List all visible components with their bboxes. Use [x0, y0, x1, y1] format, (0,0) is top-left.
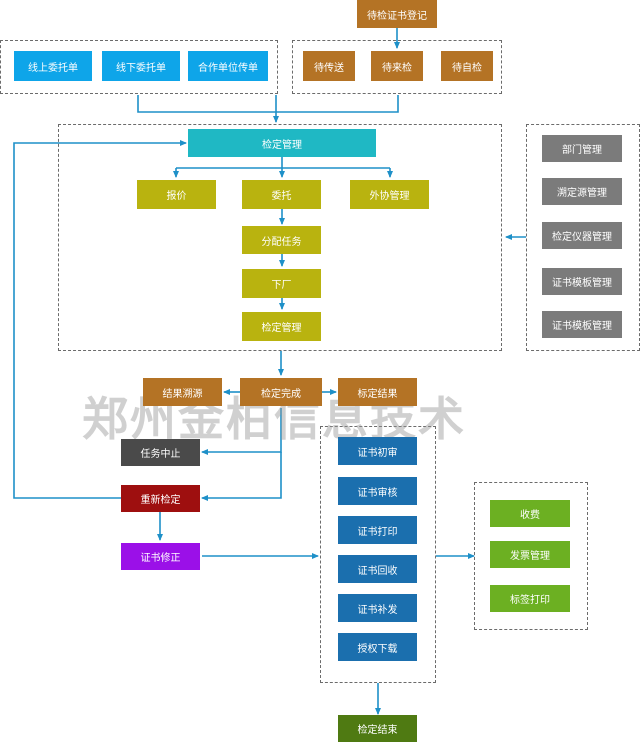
- online-order-group: [0, 40, 278, 94]
- inspection-mgmt-node[interactable]: 检定管理: [188, 129, 376, 157]
- label-print-node[interactable]: 标签打印: [490, 585, 570, 612]
- pending-group: [292, 40, 502, 94]
- dept-mgmt-node[interactable]: 部门管理: [542, 135, 622, 162]
- invoice-mgmt-node[interactable]: 发票管理: [490, 541, 570, 568]
- inspection-mgmt2-node[interactable]: 检定管理: [242, 312, 321, 341]
- cert-fix-node[interactable]: 证书修正: [121, 543, 200, 570]
- partner-order-node[interactable]: 合作单位传单: [188, 51, 268, 81]
- cert-template2-node[interactable]: 证书模板管理: [542, 311, 622, 338]
- inspection-end-node[interactable]: 检定结束: [338, 715, 417, 742]
- online-order-node[interactable]: 线上委托单: [14, 51, 92, 81]
- inspection-main-group: [58, 124, 502, 351]
- source-mgmt-node[interactable]: 溯定源管理: [542, 178, 622, 205]
- reinspect-node[interactable]: 重新检定: [121, 485, 200, 512]
- cert-audit-node[interactable]: 证书审核: [338, 477, 417, 505]
- task-abort-node[interactable]: 任务中止: [121, 439, 200, 466]
- auth-download-node[interactable]: 授权下载: [338, 633, 417, 661]
- to-factory-node[interactable]: 下厂: [242, 269, 321, 298]
- pending-register-node[interactable]: 待检证书登记: [357, 0, 437, 28]
- offline-order-node[interactable]: 线下委托单: [102, 51, 180, 81]
- inspection-done-node[interactable]: 检定完成: [240, 378, 322, 406]
- certificate-group: [320, 426, 436, 683]
- entrust-node[interactable]: 委托: [242, 180, 321, 209]
- quote-node[interactable]: 报价: [137, 180, 216, 209]
- charge-node[interactable]: 收费: [490, 500, 570, 527]
- cert-recall-node[interactable]: 证书回收: [338, 555, 417, 583]
- cert-template1-node[interactable]: 证书模板管理: [542, 268, 622, 295]
- pending-self-node[interactable]: 待自检: [441, 51, 493, 81]
- result-trace-node[interactable]: 结果溯源: [143, 378, 222, 406]
- outsource-mgmt-node[interactable]: 外协管理: [350, 180, 429, 209]
- charge-group: [474, 482, 588, 630]
- cert-first-review-node[interactable]: 证书初审: [338, 437, 417, 465]
- cert-reissue-node[interactable]: 证书补发: [338, 594, 417, 622]
- instrument-mgmt-node[interactable]: 检定仪器管理: [542, 222, 622, 249]
- cert-print-node[interactable]: 证书打印: [338, 516, 417, 544]
- pending-arrival-node[interactable]: 待来检: [371, 51, 423, 81]
- mark-result-node[interactable]: 标定结果: [338, 378, 417, 406]
- pending-transfer-node[interactable]: 待传送: [303, 51, 355, 81]
- assign-task-node[interactable]: 分配任务: [242, 226, 321, 254]
